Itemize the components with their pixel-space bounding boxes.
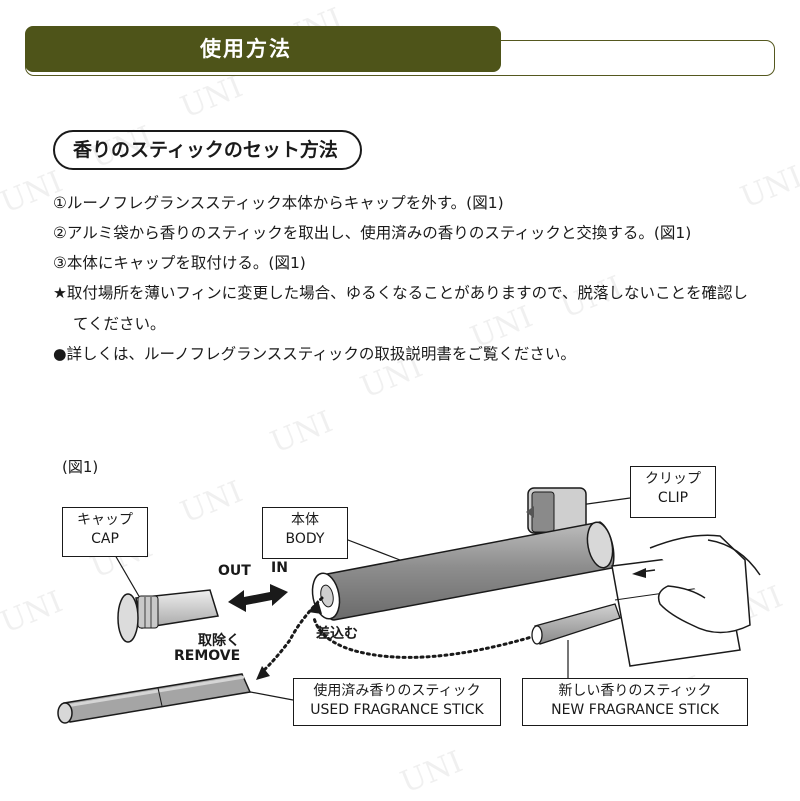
cap-part xyxy=(117,589,219,643)
clip-callout: クリップ CLIP xyxy=(630,466,716,518)
used-stick-label-en: USED FRAGRANCE STICK xyxy=(310,702,484,718)
new-stick-callout: 新しい香りのスティック NEW FRAGRANCE STICK xyxy=(522,678,748,726)
new-stick-label-ja: 新しい香りのスティック xyxy=(558,683,712,699)
figure-label: (図1) xyxy=(62,458,99,476)
clip-label-ja: クリップ xyxy=(645,471,701,487)
instruction-step-3: ③本体にキャップを取付ける。(図1) xyxy=(53,254,306,272)
insert-label: 差込む xyxy=(316,626,358,642)
header-banner xyxy=(25,26,501,72)
cap-callout: キャップ CAP xyxy=(62,507,148,557)
clip-label-en: CLIP xyxy=(657,490,689,506)
instruction-list: ①ルーノフレグランススティック本体からキャップを外す。(図1) ②アルミ袋から香… xyxy=(53,188,763,370)
motion-arrowheads xyxy=(256,600,322,680)
used-stick-callout: 使用済み香りのスティック USED FRAGRANCE STICK xyxy=(293,678,501,726)
page-title: 使用方法 xyxy=(200,37,292,61)
used-stick xyxy=(57,673,252,724)
body-tube xyxy=(311,521,615,621)
foil-pouch-hand xyxy=(611,534,761,667)
cap-label-ja: キャップ xyxy=(77,512,133,528)
instruction-step-2: ②アルミ袋から香りのスティックを取出し、使用済みの香りのスティックと交換する。(… xyxy=(53,224,692,242)
clip-part xyxy=(526,487,587,534)
body-callout: 本体 BODY xyxy=(262,507,348,559)
section-title: 香りのスティックのセット方法 xyxy=(53,130,362,170)
remove-label-ja: 取除く xyxy=(198,633,240,649)
body-label-en: BODY xyxy=(285,531,325,547)
caution-note: ★取付場所を薄いフィンに変更した場合、ゆるくなることがありますので、脱落しないこ… xyxy=(53,284,748,333)
out-label: OUT xyxy=(218,563,251,579)
out-in-arrow xyxy=(228,584,288,612)
new-stick xyxy=(531,603,621,645)
instruction-step-1: ①ルーノフレグランススティック本体からキャップを外す。(図1) xyxy=(53,194,504,212)
cap-label-en: CAP xyxy=(91,531,119,547)
motion-paths xyxy=(260,596,537,674)
body-label-ja: 本体 xyxy=(291,512,319,528)
reference-note: ●詳しくは、ルーノフレグランススティックの取扱説明書をご覧ください。 xyxy=(53,345,576,363)
remove-label-en: REMOVE xyxy=(174,648,241,664)
new-stick-label-en: NEW FRAGRANCE STICK xyxy=(551,702,719,718)
used-stick-label-ja: 使用済み香りのスティック xyxy=(313,683,481,699)
in-label: IN xyxy=(271,560,288,576)
